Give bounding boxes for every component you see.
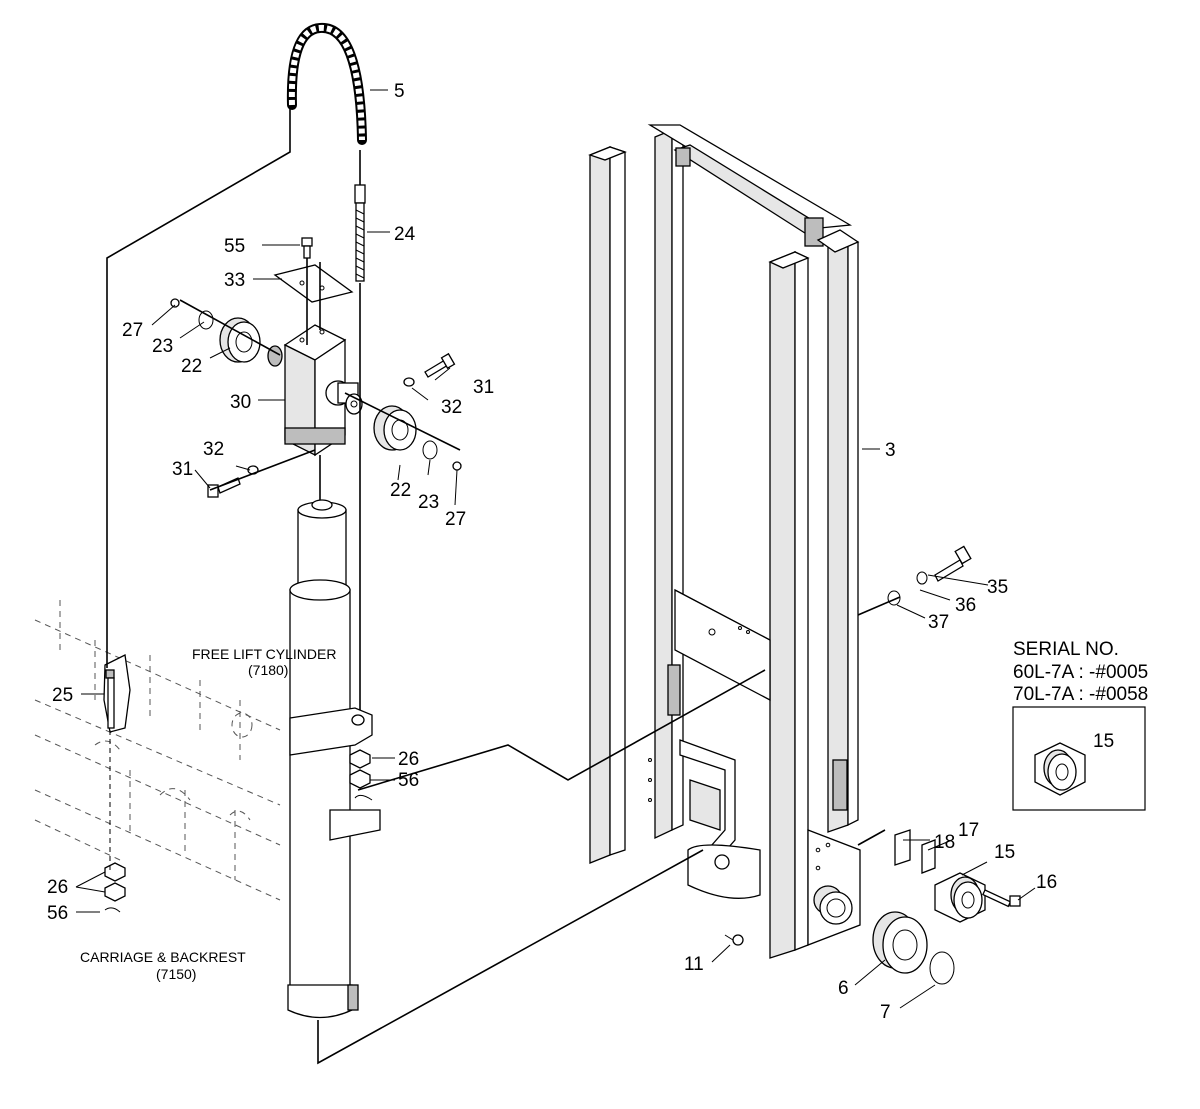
plate-33 <box>273 264 354 303</box>
washer-37 <box>887 590 901 606</box>
bolt-16 <box>982 889 1021 908</box>
callout-27-right: 27 <box>445 509 466 530</box>
callout-27-left: 27 <box>122 320 143 341</box>
callout-16: 16 <box>1036 872 1057 893</box>
callout-31-left: 31 <box>172 459 193 480</box>
callout-26-lower: 26 <box>47 877 68 898</box>
washer-36 <box>916 571 928 585</box>
mast-assembly <box>588 124 861 959</box>
callout-30: 30 <box>230 392 251 413</box>
callout-23-right: 23 <box>418 492 439 513</box>
nuts-26-upper <box>349 749 373 801</box>
assembly-lines <box>106 107 901 1065</box>
callout-5: 5 <box>394 81 405 102</box>
carriage-caption: CARRIAGE & BACKREST <box>80 949 246 965</box>
inset-bracket-15 <box>1034 742 1086 796</box>
callout-15-main: 15 <box>994 842 1015 863</box>
callout-24: 24 <box>394 224 416 245</box>
carriage-backrest-outline <box>34 600 281 901</box>
callout-22-right: 22 <box>390 480 411 501</box>
callout-11: 11 <box>684 954 704 975</box>
callout-leaders <box>75 89 1079 1009</box>
snap-ring-7 <box>929 951 955 985</box>
bolt-31-left <box>207 465 259 498</box>
callout-7: 7 <box>880 1002 891 1023</box>
callout-26-upper: 26 <box>398 749 419 770</box>
chain-wheel-bracket <box>267 324 363 457</box>
callout-17: 17 <box>958 820 979 841</box>
serial-line-70l: 70L-7A : -#0058 <box>1013 684 1148 705</box>
free-lift-caption: FREE LIFT CYLINDER <box>192 646 336 662</box>
callout-36: 36 <box>955 595 976 616</box>
free-lift-code: (7180) <box>248 662 288 678</box>
sheave-22-right <box>373 405 417 451</box>
chain-anchor-bolt <box>354 184 366 282</box>
callout-32-right: 32 <box>441 397 462 418</box>
callout-31-right: 31 <box>473 377 494 398</box>
grease-nipple-27-left <box>170 298 180 308</box>
callout-55: 55 <box>224 236 245 257</box>
snap-ring-23-right <box>422 440 438 460</box>
bolt-31-right <box>403 352 456 387</box>
callout-3: 3 <box>885 440 896 461</box>
callout-32-left: 32 <box>203 439 224 460</box>
callout-35: 35 <box>987 577 1008 598</box>
serial-inset: SERIAL NO. 60L-7A : -#0005 70L-7A : -#00… <box>1012 639 1148 811</box>
callout-33: 33 <box>224 270 245 291</box>
snap-ring-23-left <box>198 310 214 330</box>
anchor-bolt-25 <box>103 654 131 733</box>
sheave-22-left <box>219 317 261 363</box>
callout-25: 25 <box>52 685 73 706</box>
callout-18: 18 <box>934 832 955 853</box>
nuts-26-lower <box>104 862 126 913</box>
pin-11 <box>724 934 744 946</box>
callout-22-left: 22 <box>181 356 202 377</box>
callout-56-lower: 56 <box>47 903 68 924</box>
bolt-35 <box>934 545 972 582</box>
callout-labels: 5 24 55 33 27 23 22 30 31 32 32 31 22 23… <box>47 81 1114 1023</box>
callout-56-upper: 56 <box>398 770 419 791</box>
free-lift-cylinder <box>287 499 381 1019</box>
shim-18 <box>894 829 911 866</box>
callout-15-inset: 15 <box>1093 731 1114 752</box>
lift-chain <box>286 23 367 145</box>
carriage-code: (7150) <box>156 966 196 982</box>
grease-nipple-27-right <box>452 461 462 471</box>
roller-6 <box>872 911 928 974</box>
serial-heading: SERIAL NO. <box>1013 639 1119 660</box>
bolt-55 <box>301 237 313 259</box>
tilt-bracket-15 <box>934 872 986 923</box>
callout-6: 6 <box>838 978 849 999</box>
callout-37: 37 <box>928 612 949 633</box>
serial-line-60l: 60L-7A : -#0005 <box>1013 662 1148 683</box>
callout-23-left: 23 <box>152 336 173 357</box>
